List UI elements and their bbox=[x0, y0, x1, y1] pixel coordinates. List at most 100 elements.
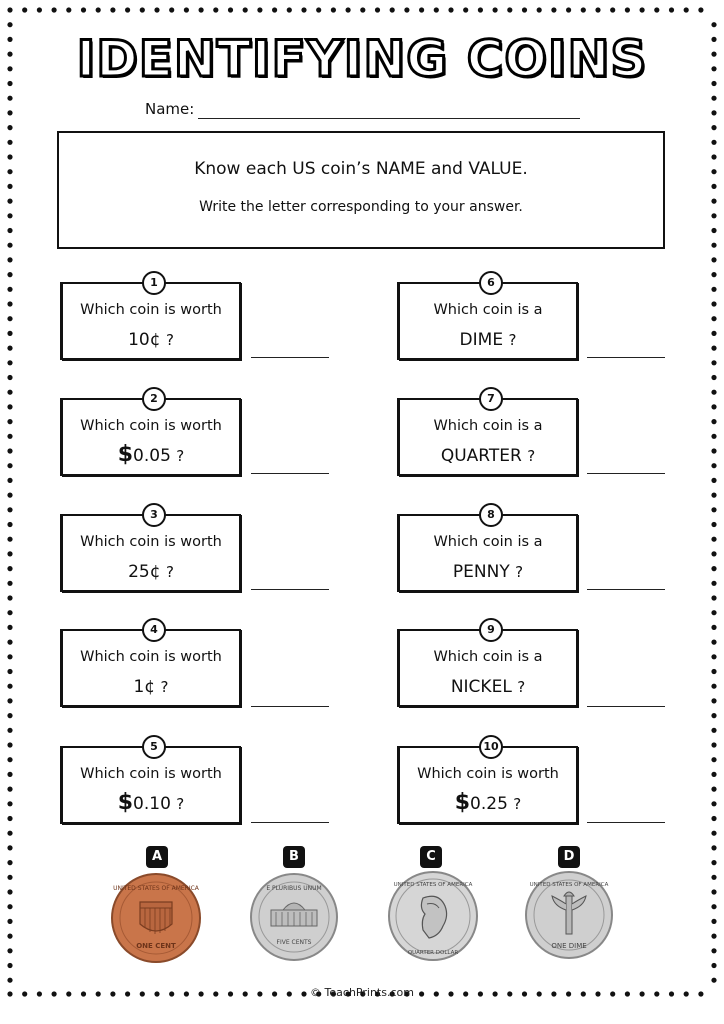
border-dot bbox=[711, 566, 717, 572]
border-dot bbox=[711, 139, 717, 145]
border-dot bbox=[7, 374, 13, 381]
coin-letter-c: C bbox=[420, 846, 442, 868]
border-dot bbox=[711, 154, 717, 160]
border-dot bbox=[7, 286, 13, 292]
answer-line-6[interactable] bbox=[587, 357, 665, 358]
border-dot bbox=[95, 991, 101, 997]
question-value: DIME bbox=[459, 330, 504, 350]
border-dot bbox=[198, 991, 204, 997]
border-dot bbox=[301, 7, 307, 13]
border-dot bbox=[213, 7, 219, 13]
border-dot bbox=[345, 991, 351, 997]
border-dot bbox=[711, 125, 717, 131]
question-box-10: 10 Which coin is worth $0.25 ? bbox=[398, 735, 578, 824]
worksheet-title: IDENTIFYING COINS bbox=[75, 29, 648, 90]
border-dot bbox=[345, 7, 351, 13]
border-dot bbox=[7, 110, 13, 116]
border-dot bbox=[654, 991, 660, 997]
answer-line-2[interactable] bbox=[251, 473, 329, 474]
border-dot bbox=[316, 991, 322, 997]
border-dot bbox=[330, 991, 336, 997]
border-dot bbox=[7, 962, 13, 969]
border-dot bbox=[7, 742, 13, 748]
border-dot bbox=[227, 991, 234, 997]
border-dot bbox=[711, 66, 717, 72]
border-dot bbox=[154, 7, 160, 13]
name-field-line[interactable] bbox=[198, 118, 580, 119]
border-dot bbox=[7, 213, 13, 219]
dime-coin-image: UNITED STATES OF AMERICA ONE DIME bbox=[525, 871, 613, 959]
border-dot bbox=[7, 536, 13, 542]
border-dot bbox=[7, 889, 13, 895]
border-dot bbox=[507, 991, 513, 997]
border-dot bbox=[711, 257, 717, 263]
question-mark: ? bbox=[513, 795, 522, 813]
question-box-3: 3 Which coin is worth 25¢ ? bbox=[61, 503, 241, 592]
border-dot bbox=[595, 7, 601, 13]
border-dot bbox=[7, 360, 13, 366]
border-dot bbox=[227, 7, 234, 13]
border-dot bbox=[7, 757, 13, 763]
border-dot bbox=[7, 551, 13, 557]
question-text: Which coin is a bbox=[433, 302, 543, 318]
border-dot bbox=[7, 36, 13, 43]
question-box-6: 6 Which coin is a DIME ? bbox=[398, 271, 578, 360]
border-dot bbox=[711, 521, 717, 528]
border-dot bbox=[7, 51, 13, 57]
answer-line-10[interactable] bbox=[587, 822, 665, 823]
border-dot bbox=[711, 477, 717, 483]
border-dot bbox=[80, 7, 87, 13]
border-dot bbox=[7, 786, 13, 792]
border-dot bbox=[711, 801, 717, 807]
border-dot bbox=[7, 845, 13, 851]
border-dot bbox=[7, 698, 13, 704]
border-dot bbox=[711, 698, 717, 704]
border-dot bbox=[389, 991, 395, 997]
border-dot bbox=[639, 7, 645, 13]
dollar-sign: $ bbox=[117, 790, 134, 815]
border-dot bbox=[7, 272, 13, 278]
question-mark: ? bbox=[515, 563, 524, 581]
answer-line-3[interactable] bbox=[251, 589, 329, 590]
answer-line-5[interactable] bbox=[251, 822, 329, 823]
answer-line-7[interactable] bbox=[587, 473, 665, 474]
border-dot bbox=[36, 991, 43, 997]
border-dot bbox=[7, 991, 13, 997]
border-dot bbox=[711, 977, 717, 983]
border-dot bbox=[711, 286, 717, 292]
question-value: 0.10 bbox=[133, 794, 171, 814]
border-dot bbox=[492, 991, 498, 997]
border-dot bbox=[7, 66, 13, 72]
border-dot bbox=[125, 7, 131, 13]
question-number: 1 bbox=[142, 271, 166, 295]
question-value: PENNY bbox=[452, 562, 510, 582]
border-dot bbox=[711, 742, 717, 748]
border-dot bbox=[286, 991, 292, 997]
border-dot bbox=[711, 433, 717, 439]
answer-line-9[interactable] bbox=[587, 706, 665, 707]
border-dot bbox=[448, 7, 454, 13]
dollar-sign: $ bbox=[117, 442, 134, 467]
question-number: 9 bbox=[479, 618, 503, 642]
border-dot bbox=[433, 991, 439, 997]
border-dot bbox=[7, 815, 13, 822]
dollar-sign: $ bbox=[454, 790, 471, 815]
instructions-sub: Write the letter corresponding to your a… bbox=[199, 199, 523, 215]
question-box-9: 9 Which coin is a NICKEL ? bbox=[398, 618, 578, 707]
answer-line-1[interactable] bbox=[251, 357, 329, 358]
border-dot bbox=[139, 7, 145, 13]
answer-line-4[interactable] bbox=[251, 706, 329, 707]
border-dot bbox=[389, 7, 395, 13]
border-dot bbox=[711, 51, 717, 57]
border-dot bbox=[169, 991, 175, 997]
border-dot bbox=[698, 7, 704, 13]
border-dot bbox=[7, 257, 13, 263]
border-dot bbox=[7, 668, 13, 675]
border-dot bbox=[711, 507, 717, 513]
border-dot bbox=[711, 95, 717, 101]
border-dot bbox=[551, 7, 557, 13]
coin-letter-b: B bbox=[283, 846, 305, 868]
border-dot bbox=[301, 991, 307, 997]
question-mark: ? bbox=[176, 447, 185, 465]
answer-line-8[interactable] bbox=[587, 589, 665, 590]
